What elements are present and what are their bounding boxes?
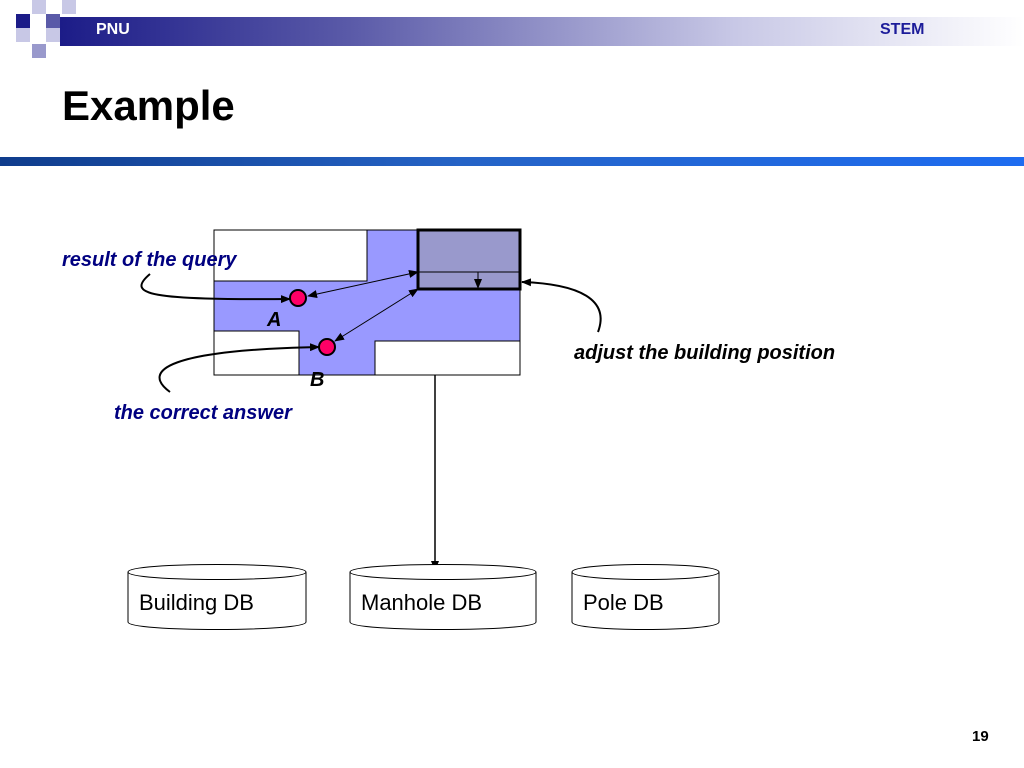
- slide-title: Example: [62, 82, 235, 129]
- db-building-cylinder: [127, 564, 307, 630]
- db-manhole-label: Manhole DB: [361, 590, 482, 615]
- db-pole-rim: [571, 571, 720, 580]
- point-b-label: B: [310, 369, 324, 391]
- point-a-label: A: [266, 309, 281, 331]
- db-pole-cylinder: [571, 564, 720, 630]
- map-block-bottom-right: [374, 340, 521, 376]
- map-area: [213, 228, 522, 376]
- logo-square-1: [16, 14, 30, 28]
- db-building-label: Building DB: [139, 590, 254, 615]
- distance-arrow-a: [307, 270, 419, 298]
- db-manhole-cylinder: [349, 564, 537, 630]
- map-block-top-left: [213, 229, 368, 282]
- building-shape: [416, 228, 522, 291]
- db-pole-label: Pole DB: [583, 590, 664, 615]
- point-a: [289, 289, 307, 307]
- adjust-building-arrow: [521, 278, 602, 333]
- header-left-label: PNU: [96, 21, 130, 38]
- query-result-arrow: [140, 273, 291, 304]
- db-manhole: Manhole DB: [349, 564, 537, 630]
- logo-square-3: [46, 14, 60, 28]
- logo-square-6: [46, 28, 60, 42]
- adjust-building-callout: adjust the building position: [574, 342, 835, 364]
- logo-square-4: [62, 0, 76, 14]
- title-rule: [0, 157, 1024, 166]
- logo-square-5: [16, 28, 30, 42]
- page-number: 19: [972, 728, 989, 745]
- map-border: [213, 229, 521, 376]
- logo-squares: [16, 0, 76, 58]
- point-b: [318, 338, 336, 356]
- distance-arrow-b: [334, 288, 419, 342]
- db-pole: Pole DB: [571, 564, 720, 630]
- db-building: Building DB: [127, 564, 307, 630]
- db-building-rim: [127, 571, 307, 580]
- correct-answer-arrow: [158, 343, 320, 393]
- correct-answer-callout: the correct answer: [114, 402, 293, 424]
- db-manhole-rim: [349, 571, 537, 580]
- logo-square-2: [32, 0, 46, 14]
- header-right-label: STEM: [880, 21, 925, 38]
- query-result-callout: result of the query: [62, 249, 237, 271]
- header-bar: [60, 17, 1024, 46]
- logo-square-7: [32, 44, 46, 58]
